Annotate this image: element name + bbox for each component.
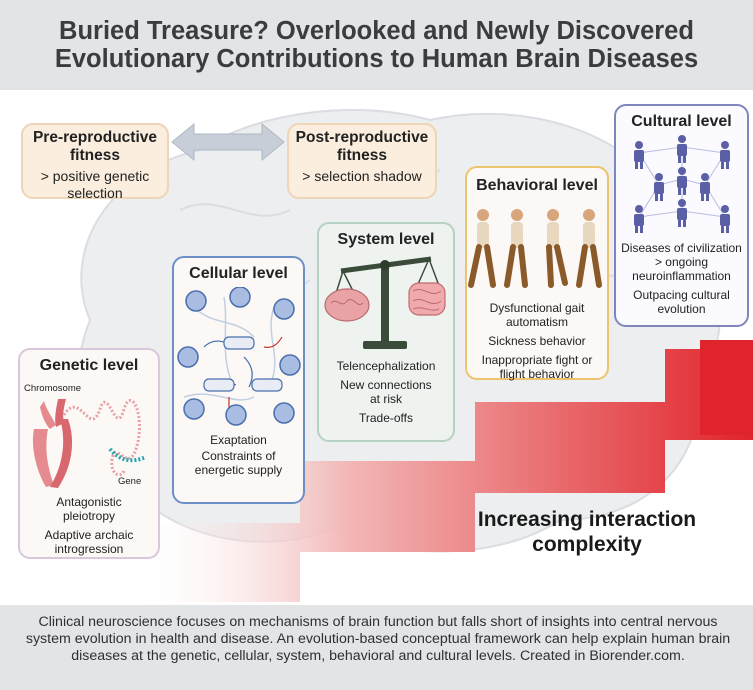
genetic-level-box: Genetic level Chromosome Gene Antagonist… <box>18 348 160 559</box>
title-line-2: Evolutionary Contributions to Human Brai… <box>54 45 699 73</box>
double-arrow-icon <box>171 122 285 162</box>
chromosome-icon <box>32 399 73 488</box>
chromosome-illustration <box>32 399 147 488</box>
figure-title: Buried Treasure? Overlooked and Newly Di… <box>0 17 753 73</box>
walking-person-icon <box>468 209 496 288</box>
pre-reproductive-desc: > positive genetic selection <box>40 168 150 201</box>
gene-icon <box>108 447 147 463</box>
system-item-1: Telencephalization <box>336 359 436 373</box>
diagram-area: Pre-reproductive fitness > positive gene… <box>0 90 753 602</box>
intestine-icon <box>408 282 446 316</box>
genetic-item-2: Adaptive archaic introgression <box>44 528 134 556</box>
genetic-level-title: Genetic level <box>39 357 139 374</box>
walking-person-icon <box>576 209 602 288</box>
pre-reproductive-title: Pre-reproductive fitness <box>32 129 158 164</box>
walking-figures-illustration <box>468 209 602 288</box>
cultural-level-box: Cultural level Diseases of civilization … <box>614 104 749 327</box>
interaction-complexity-label: Increasing interaction complexity <box>477 508 697 556</box>
system-item-2: New connections at risk <box>340 378 432 406</box>
chromosome-label: Chromosome <box>24 383 82 394</box>
cellular-item-2: Constraints of energetic supply <box>194 449 283 477</box>
system-item-3: Trade-offs <box>358 411 414 425</box>
walking-person-icon <box>546 209 568 288</box>
brain-icon <box>324 288 370 322</box>
balance-scale-illustration <box>324 256 446 349</box>
walking-person-icon <box>504 209 528 288</box>
post-reproductive-fitness-box: Post-reproductive fitness > selection sh… <box>287 123 437 199</box>
cellular-level-box: Cellular level <box>172 256 305 504</box>
caption-banner: Clinical neuroscience focuses on mechani… <box>0 605 753 690</box>
system-level-box: System level Telencephalization <box>317 222 455 442</box>
behavioral-level-title: Behavioral level <box>476 177 598 194</box>
behavioral-item-3: Inappropriate fight or flight behavior <box>481 353 593 381</box>
post-reproductive-desc: > selection shadow <box>302 168 422 184</box>
title-banner: Buried Treasure? Overlooked and Newly Di… <box>0 0 753 90</box>
cellular-level-title: Cellular level <box>189 265 288 282</box>
pre-reproductive-fitness-box: Pre-reproductive fitness > positive gene… <box>21 123 169 201</box>
figure-caption: Clinical neuroscience focuses on mechani… <box>25 614 731 664</box>
cultural-item-1: Diseases of civilization > ongoing neuro… <box>621 241 742 283</box>
behavioral-item-1: Dysfunctional gait automatism <box>489 301 585 329</box>
neuron-cell-icon <box>177 287 301 426</box>
genetic-item-1: Antagonistic pleiotropy <box>56 495 122 523</box>
system-level-title: System level <box>337 231 435 248</box>
gene-label: Gene <box>118 476 142 487</box>
title-line-1: Buried Treasure? Overlooked and Newly Di… <box>59 17 694 45</box>
behavioral-item-2: Sickness behavior <box>488 334 586 348</box>
people-network-illustration <box>633 135 730 233</box>
person-icon <box>633 135 730 233</box>
cellular-item-1: Exaptation <box>210 433 267 447</box>
behavioral-level-box: Behavioral level Dysfu <box>465 166 609 381</box>
complexity-staircase-arrow <box>130 340 753 602</box>
cultural-item-2: Outpacing cultural evolution <box>633 288 730 316</box>
cultural-level-title: Cultural level <box>631 113 732 130</box>
cell-network-illustration <box>177 287 301 426</box>
post-reproductive-title: Post-reproductive fitness <box>295 129 429 164</box>
